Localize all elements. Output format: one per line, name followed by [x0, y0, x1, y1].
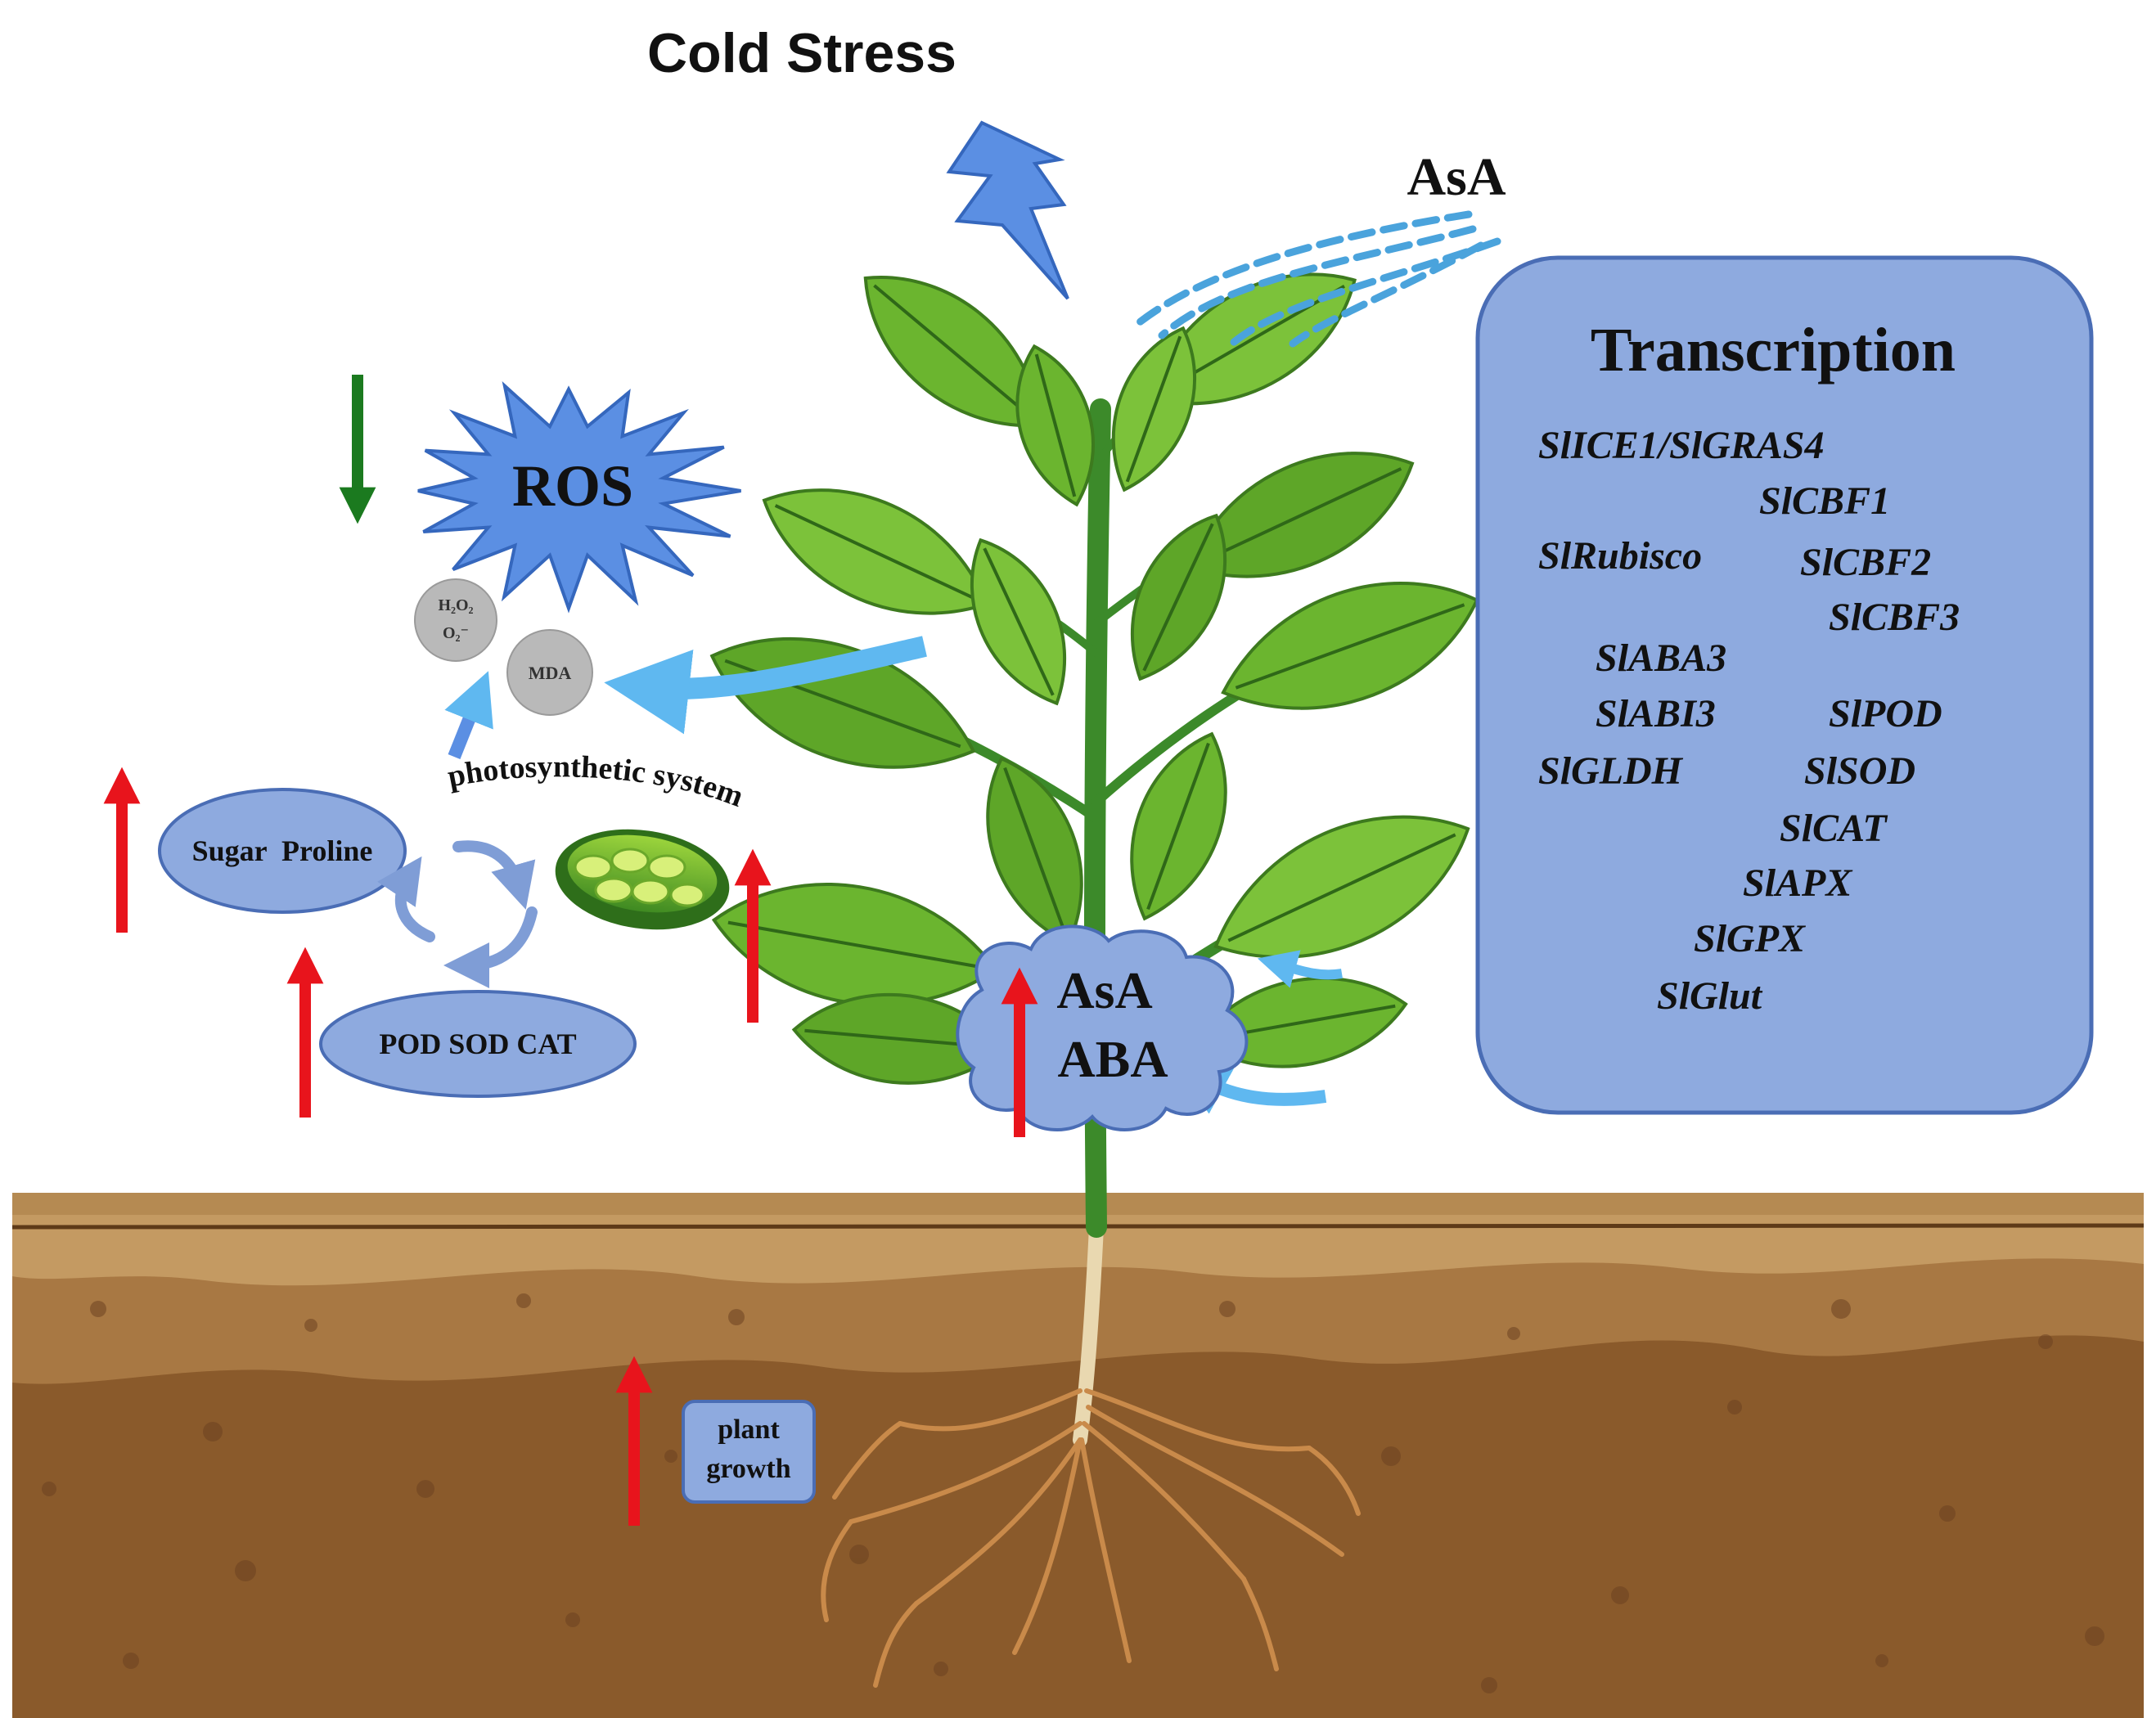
sugar-proline-node: Sugar Proline: [158, 788, 407, 914]
leaf: [1131, 513, 1227, 681]
plant-growth-node: plant growth: [682, 1400, 816, 1504]
leaf: [1213, 815, 1470, 959]
gene-label: SlICE1/SlGRAS4: [1538, 424, 1825, 467]
photosynthetic-system-text: photosynthetic system: [445, 749, 749, 814]
gene-label: SlSOD: [1804, 749, 1915, 793]
cycle-arrows-icon: [377, 840, 538, 988]
leaf: [1221, 582, 1479, 710]
ros-label: ROS: [512, 453, 633, 519]
particle-mda-label: MDA: [529, 663, 572, 683]
lightning-bolt-icon: [946, 120, 1069, 300]
leaf: [1015, 344, 1095, 507]
hormone-aba-label: ABA: [1057, 1030, 1168, 1088]
particle-o2-label: O₂⁻: [443, 624, 469, 642]
leaf: [791, 992, 1009, 1085]
leaf: [1111, 326, 1197, 492]
chloroplast-icon: [555, 829, 730, 930]
plant-growth-line2: growth: [706, 1454, 790, 1484]
asa-uptake-arrow-upper: [1257, 950, 1343, 988]
gene-label: SlGPX: [1694, 917, 1806, 960]
asa-spray-label: AsA: [1407, 147, 1506, 207]
leaf: [863, 276, 1043, 428]
photosynthetic-system-label: photosynthetic system: [445, 749, 749, 814]
leaf: [1194, 976, 1408, 1068]
gene-label: SlABA3: [1596, 636, 1726, 680]
leaf: [1130, 731, 1227, 921]
gene-label: SlGLDH: [1538, 749, 1684, 793]
asa-spray-dashes: [1129, 210, 1501, 352]
enzymes-label: POD SOD CAT: [379, 1028, 576, 1060]
particle-h2o2-label: H₂O₂: [438, 596, 473, 614]
diagram-title: Cold Stress: [647, 22, 956, 84]
gene-label: SlRubisco: [1538, 534, 1702, 578]
gene-label: SlGlut: [1657, 974, 1763, 1018]
soil: [11, 1193, 2145, 1718]
leaf: [970, 537, 1066, 706]
gene-label: SlPOD: [1829, 692, 1942, 735]
increase-arrows: [103, 767, 1038, 1526]
leaf: [709, 636, 976, 769]
ros-particle-mda: MDA: [506, 629, 593, 716]
gene-label: SlCBF2: [1800, 541, 1931, 584]
transcription-panel: Transcription SlICE1/SlGRAS4SlCBF1SlRubi…: [1475, 255, 2094, 1115]
gene-label: SlCBF1: [1759, 479, 1890, 523]
ros-particle-h2o2-o2: H₂O₂ O₂⁻: [414, 578, 497, 662]
hormone-asa-label: AsA: [1056, 961, 1152, 1019]
plant-growth-line1: plant: [718, 1414, 780, 1445]
leaf: [1187, 452, 1415, 578]
sugar-proline-label: Sugar Proline: [192, 834, 373, 867]
transcription-title: Transcription: [1591, 316, 1956, 385]
gene-label: SlCBF3: [1829, 596, 1960, 639]
gene-label: SlCAT: [1780, 807, 1888, 850]
leaf: [986, 756, 1083, 946]
enzymes-node: POD SOD CAT: [319, 990, 637, 1098]
photosystem-to-ros-arrow: [444, 671, 493, 759]
gene-label: SlABI3: [1596, 692, 1716, 735]
leaf: [762, 488, 989, 615]
gene-label: SlAPX: [1743, 861, 1852, 905]
plant-roots: [821, 1220, 1361, 1688]
plant-to-ros-arrow: [604, 636, 927, 735]
hormones-cloud: AsA ABA: [956, 924, 1249, 1131]
ros-starburst: [417, 381, 741, 614]
